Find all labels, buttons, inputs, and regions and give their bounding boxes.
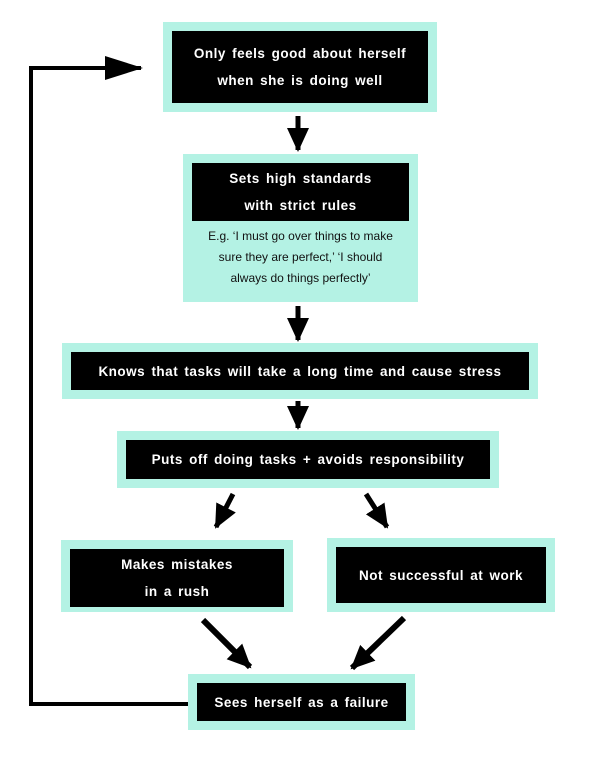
node-makes-mistakes: Makes mistakes in a rush bbox=[61, 540, 293, 612]
node-puts-off: Puts off doing tasks + avoids responsibi… bbox=[117, 431, 499, 488]
node-not-successful-label: Not successful at work bbox=[336, 547, 546, 603]
node-feels-good-label: Only feels good about herself when she i… bbox=[172, 31, 428, 103]
node-knows-tasks-label: Knows that tasks will take a long time a… bbox=[71, 352, 529, 390]
node-makes-mistakes-label: Makes mistakes in a rush bbox=[70, 549, 284, 607]
node-high-standards: Sets high standards with strict rules E.… bbox=[183, 154, 418, 302]
node-puts-off-label: Puts off doing tasks + avoids responsibi… bbox=[126, 440, 490, 479]
node-high-standards-example: E.g. ‘I must go over things to make sure… bbox=[208, 228, 393, 285]
node-sees-failure: Sees herself as a failure bbox=[188, 674, 415, 730]
node-knows-tasks: Knows that tasks will take a long time a… bbox=[62, 343, 538, 399]
node-not-successful: Not successful at work bbox=[327, 538, 555, 612]
arrow-mistakes-to-failure bbox=[200, 617, 253, 670]
node-feels-good: Only feels good about herself when she i… bbox=[163, 22, 437, 112]
node-sees-failure-label: Sees herself as a failure bbox=[197, 683, 406, 721]
node-high-standards-label: Sets high standards with strict rules bbox=[192, 163, 409, 221]
arrow-puts-off-to-mistakes bbox=[213, 492, 236, 529]
arrow-not-successful-to-failure bbox=[349, 615, 407, 671]
arrow-puts-off-to-not-successful bbox=[363, 492, 390, 529]
